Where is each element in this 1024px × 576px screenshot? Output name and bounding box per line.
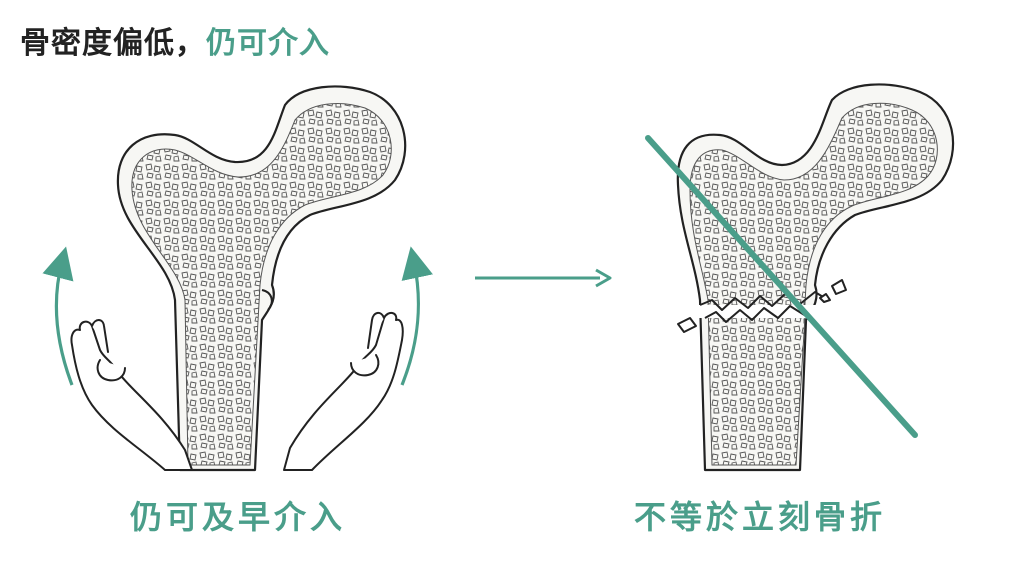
arrow-right-icon	[475, 270, 610, 286]
hand-right-icon	[284, 313, 403, 470]
caption-left: 仍可及早介入	[130, 492, 346, 538]
caption-right: 不等於立刻骨折	[634, 492, 886, 538]
curved-arrow-up-right-icon	[402, 262, 418, 385]
hand-left-icon	[71, 320, 192, 470]
curved-arrow-up-left-icon	[56, 262, 72, 385]
